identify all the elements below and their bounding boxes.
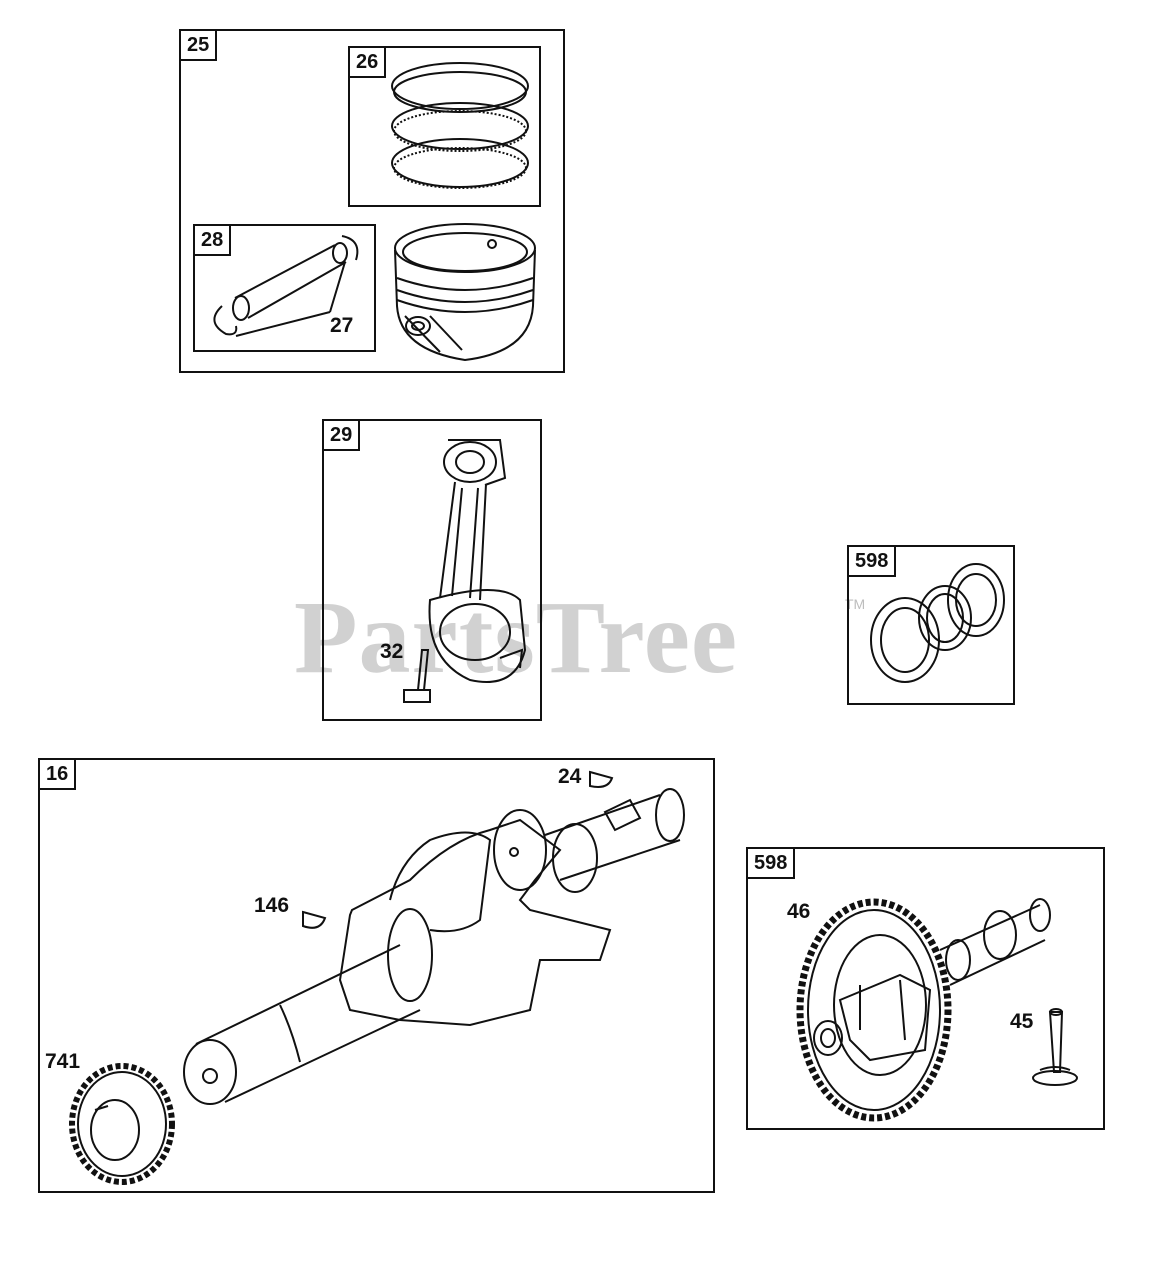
piston-rings-illustration [391,62,529,189]
panel-29[interactable]: 29 [322,419,542,721]
panel-label-29: 29 [322,419,361,451]
panel-label-26: 26 [348,46,387,78]
panel-label-16: 16 [38,758,77,790]
panel-598-camshaft[interactable]: 598 [746,847,1105,1130]
panel-598-bearing[interactable]: 598 [847,545,1015,705]
callout-46: 46 [787,900,811,923]
callout-45: 45 [1010,1010,1034,1033]
trademark-mark: TM [845,596,866,612]
panel-16[interactable]: 16 [38,758,715,1193]
panel-25[interactable]: 25 [179,29,565,373]
bearing-rings-illustration [870,563,1005,683]
partstree-watermark: PartsTree [294,580,739,695]
panel-label-598-bearing: 598 [847,545,897,577]
callout-741: 741 [45,1050,81,1073]
callout-27: 27 [330,314,354,337]
panel-28[interactable]: 28 [193,224,376,352]
panel-label-25: 25 [179,29,218,61]
panel-26[interactable]: 26 [348,46,541,207]
crank-gear-illustration [69,1063,175,1185]
wrist-pin-illustration [213,235,359,337]
panel-label-598-camshaft: 598 [746,847,796,879]
tappet-illustration [1032,1008,1078,1086]
cam-gear-illustration [796,898,1051,1122]
piston-illustration [394,223,536,362]
callout-24: 24 [558,765,582,788]
crankshaft-illustration [183,770,685,1105]
callout-32: 32 [380,640,404,663]
callout-146: 146 [254,894,290,917]
connecting-rod-illustration [403,439,527,703]
panel-label-28: 28 [193,224,232,256]
